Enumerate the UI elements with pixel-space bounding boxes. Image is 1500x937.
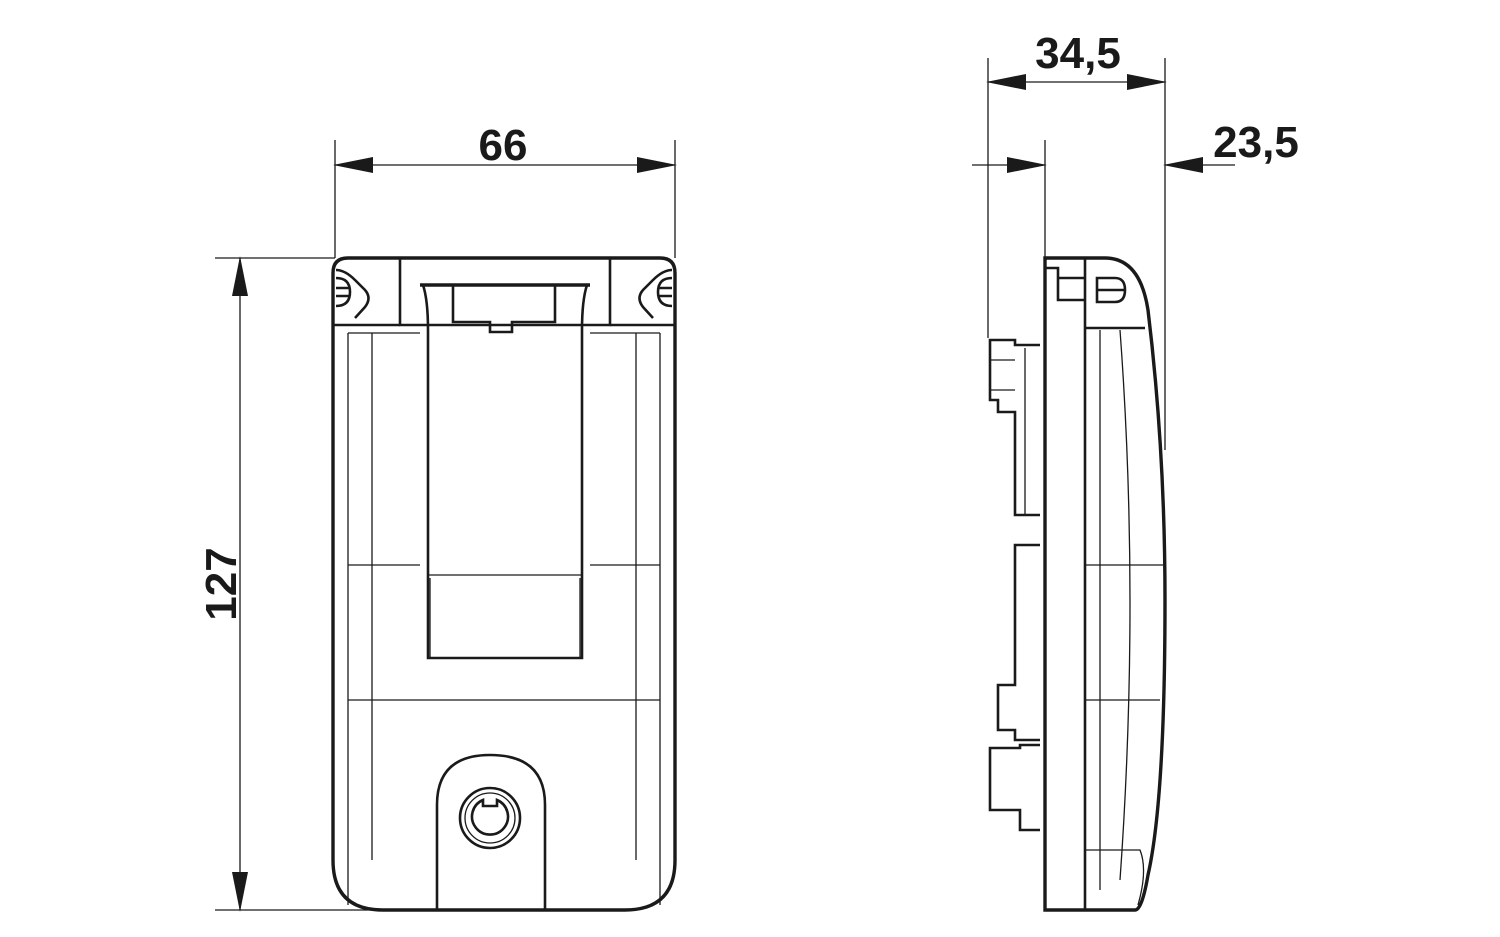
mounting-tab xyxy=(988,338,1040,517)
dimension-23-5: 23,5 xyxy=(972,118,1299,258)
front-outline xyxy=(331,256,677,912)
dimension-66: 66 xyxy=(333,121,677,258)
side-view xyxy=(988,256,1167,912)
dimension-label-height: 127 xyxy=(197,547,246,620)
key-lock-icon xyxy=(458,786,522,850)
key-escutcheon xyxy=(435,753,547,910)
screw-icon xyxy=(638,268,673,319)
dimension-34-5: 34,5 xyxy=(986,29,1167,450)
dimension-127: 127 xyxy=(197,256,378,912)
dimension-label-width: 66 xyxy=(479,121,528,170)
dimension-label-cover-depth: 23,5 xyxy=(1213,118,1299,167)
dimension-label-depth: 34,5 xyxy=(1035,29,1121,78)
front-view xyxy=(331,256,677,912)
side-cover-outline xyxy=(1043,256,1167,912)
screw-icon xyxy=(335,268,370,319)
handle xyxy=(421,284,589,660)
